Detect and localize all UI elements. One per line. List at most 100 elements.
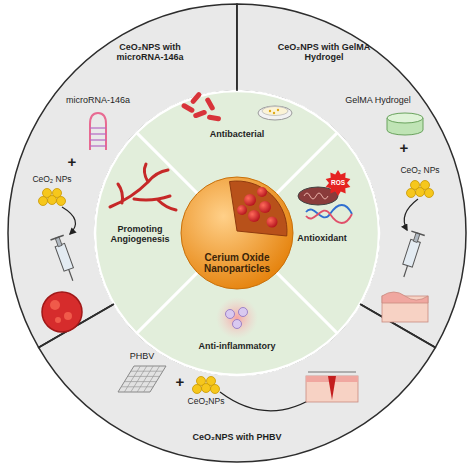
ring-divider xyxy=(236,4,238,91)
cell xyxy=(239,308,248,317)
phbv-scaffold xyxy=(121,386,153,387)
nanoparticle xyxy=(48,196,57,205)
core-ball xyxy=(237,205,247,215)
ring-heading: CeO₂NPS with GelMA Hydrogel xyxy=(274,42,374,63)
wound xyxy=(328,376,336,400)
mitochondrion xyxy=(304,193,328,199)
component-label: PHBV xyxy=(130,352,155,362)
syringe xyxy=(404,266,408,277)
nanoparticle xyxy=(39,197,48,206)
plus-sign: + xyxy=(400,140,409,157)
syringe xyxy=(69,270,73,281)
syringe xyxy=(51,235,80,283)
cell xyxy=(233,320,242,329)
property-sector: Promoting Angiogenesis xyxy=(100,224,180,245)
phbv-scaffold xyxy=(144,366,160,392)
sector-divider xyxy=(137,271,199,333)
phbv-scaffold xyxy=(118,366,166,392)
syringe xyxy=(403,239,421,267)
node-text: Antibacterial xyxy=(192,129,282,139)
bacterium xyxy=(207,114,222,121)
phbv-scaffold xyxy=(137,366,153,392)
ros-burst xyxy=(326,170,351,196)
phbv-scaffold xyxy=(124,366,140,392)
bacterium xyxy=(181,102,196,113)
node-text: Cerium Oxide Nanoparticles xyxy=(192,252,282,275)
core-ball xyxy=(259,201,271,213)
blood-vessel xyxy=(110,164,176,210)
microrna-hairpin xyxy=(90,145,106,146)
phbv-scaffold xyxy=(124,381,156,382)
sphere-cutaway xyxy=(230,181,287,236)
tissue-blob xyxy=(42,292,82,332)
property-sector: Antioxidant xyxy=(286,233,358,243)
microrna-hairpin xyxy=(90,113,106,150)
dna-strand xyxy=(306,211,352,223)
syringe xyxy=(55,243,73,271)
colony xyxy=(273,112,275,114)
node-text: CeO₂NPS with microRNA-146a xyxy=(102,42,198,63)
core-ball xyxy=(267,217,278,228)
property-sector: Anti-inflammatory xyxy=(182,341,292,351)
component-label: CeO₂ NPs xyxy=(32,175,71,184)
tissue-blob xyxy=(64,312,72,320)
flow-arrow xyxy=(404,199,418,230)
bacterium xyxy=(204,97,215,112)
tissue-blob xyxy=(50,300,60,310)
nanoparticle xyxy=(211,385,220,394)
node-text: Antioxidant xyxy=(286,233,358,243)
cell xyxy=(226,310,235,319)
bacterium xyxy=(190,91,203,105)
syringe xyxy=(397,231,425,279)
plus-sign: + xyxy=(68,154,77,171)
skin-block xyxy=(382,292,428,303)
node-text: CeO₂NPS with PHBV xyxy=(162,432,312,442)
nanoparticle xyxy=(202,384,211,393)
phbv-scaffold xyxy=(131,371,163,372)
tissue-blob xyxy=(55,317,61,323)
node-text: Anti-inflammatory xyxy=(182,341,292,351)
wound xyxy=(308,371,356,373)
dna-strand xyxy=(306,205,352,217)
core-sphere: Cerium Oxide Nanoparticles xyxy=(192,252,282,275)
flow-arrow xyxy=(62,207,75,234)
nanoparticle xyxy=(57,197,66,206)
component-label: CeO₂ NPs xyxy=(400,166,439,175)
component-label: CeO₂NPs xyxy=(188,397,225,406)
phbv-scaffold xyxy=(128,376,160,377)
nanoparticle xyxy=(416,188,425,197)
bacterium xyxy=(193,109,208,118)
component-label: GelMA Hydrogel xyxy=(345,96,411,106)
ros-label: ROS xyxy=(331,179,345,186)
backdrop xyxy=(8,4,466,462)
nanoparticle xyxy=(407,189,416,198)
property-sector: Antibacterial xyxy=(192,129,282,139)
node-text: Promoting Angiogenesis xyxy=(100,224,180,245)
nanoparticle xyxy=(425,189,434,198)
sector-divider xyxy=(275,271,337,333)
microrna-hairpin xyxy=(90,127,106,128)
flow-arrow xyxy=(220,392,318,411)
petri-dish xyxy=(262,107,288,116)
microrna-hairpin xyxy=(90,133,106,134)
syringe xyxy=(51,235,64,240)
ring-heading: CeO₂NPS with PHBV xyxy=(162,432,312,442)
nanoparticle xyxy=(193,385,202,394)
nanoparticle-sphere xyxy=(181,177,293,289)
petri-dish xyxy=(258,106,292,120)
core-ball xyxy=(248,210,260,222)
wound xyxy=(306,376,358,402)
phbv-scaffold xyxy=(131,366,147,392)
microrna-hairpin xyxy=(90,139,106,140)
component-label: microRNA-146a xyxy=(66,96,130,106)
core-ball xyxy=(257,187,267,197)
colony xyxy=(277,109,279,111)
colony xyxy=(269,110,271,112)
syringe xyxy=(411,231,424,235)
node-text: CeO₂NPS with GelMA Hydrogel xyxy=(274,42,374,63)
ring-segment xyxy=(39,304,436,462)
plus-sign: + xyxy=(176,374,185,391)
hydrogel xyxy=(387,113,423,123)
ring-heading: CeO₂NPS with microRNA-146a xyxy=(102,42,198,63)
